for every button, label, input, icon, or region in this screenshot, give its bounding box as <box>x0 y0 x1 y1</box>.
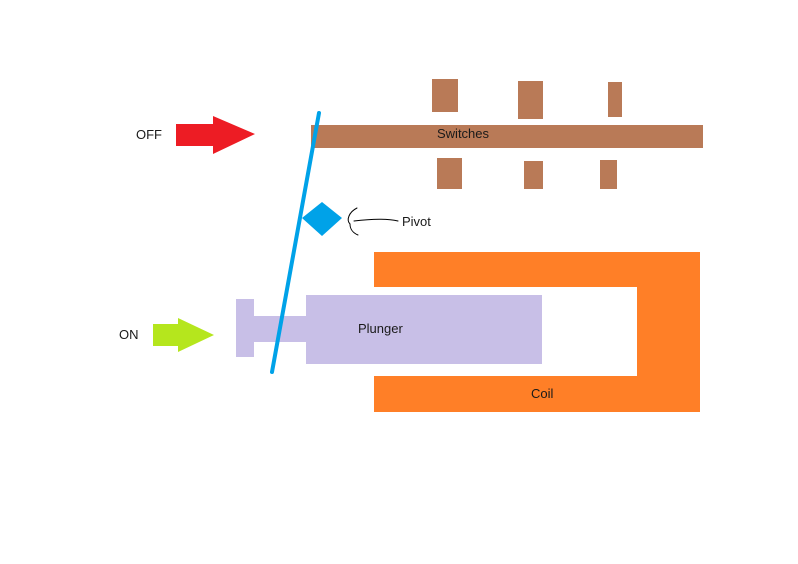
switches-label: Switches <box>437 126 490 141</box>
off-arrow-icon <box>176 116 255 154</box>
plunger-label: Plunger <box>358 321 403 336</box>
switch-contact-bottom-1 <box>437 158 462 189</box>
switch-contact-top-1 <box>432 79 458 112</box>
pivot-diamond-icon <box>302 202 342 236</box>
on-label: ON <box>119 327 139 342</box>
lever <box>270 111 321 374</box>
switch-bar <box>311 125 703 148</box>
pivot-label: Pivot <box>402 214 431 229</box>
off-label: OFF <box>136 127 162 142</box>
pivot-pointer <box>347 207 399 236</box>
coil <box>374 252 700 412</box>
switch-contact-top-3 <box>608 82 622 117</box>
plunger-head <box>236 299 254 357</box>
switch-contact-bottom-2 <box>524 161 543 189</box>
switch-contact-bottom-3 <box>600 160 617 189</box>
on-arrow-icon <box>153 318 214 352</box>
plunger-body <box>306 295 542 364</box>
coil-label: Coil <box>531 386 554 401</box>
switch-contact-top-2 <box>518 81 543 119</box>
